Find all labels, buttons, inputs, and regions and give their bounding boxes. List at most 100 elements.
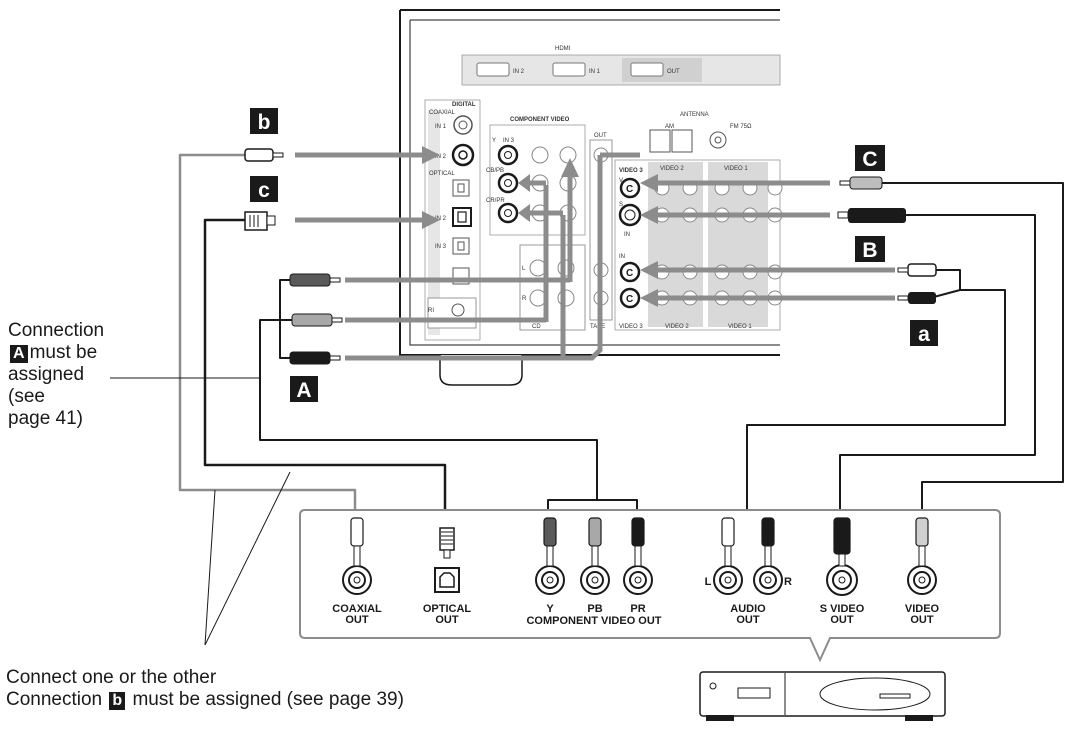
dvd-player-icon [699, 671, 946, 721]
digital-title: DIGITAL [452, 102, 476, 108]
note-bottom-line2-pre: Connection [6, 689, 103, 710]
note-bottom-tag: b [109, 692, 126, 710]
v-label: V [619, 178, 623, 184]
plugs [244, 148, 937, 365]
audio-in-label: IN [619, 254, 625, 260]
audio-l-output-jack [713, 517, 743, 595]
component-out-label: OUT [594, 133, 607, 139]
tag-b: b [258, 111, 271, 134]
optical-in3-label: IN 3 [435, 244, 447, 250]
component-in3-label: IN 3 [503, 138, 515, 144]
audio-plug-white [897, 263, 937, 277]
video3-bottom-label: VIDEO 3 [619, 324, 643, 330]
video1-bottom-label: VIDEO 1 [728, 324, 752, 330]
optical-output-jack [434, 527, 460, 593]
audio-r-output-jack [753, 517, 783, 595]
note-a-line3: assigned [8, 364, 85, 385]
note-a-line1: Connection [8, 320, 105, 341]
cables [178, 153, 1064, 530]
tags: b c A C B a [250, 108, 938, 402]
rl-label: RI [428, 308, 434, 314]
audio-cable [929, 269, 961, 299]
coaxial-title: COAXIAL [429, 110, 456, 116]
tag-A: A [296, 379, 311, 402]
note-a-tag: A [10, 345, 28, 363]
component-y-label: Y [492, 138, 496, 144]
coaxial-plug [244, 148, 284, 162]
component-plug-pb [291, 313, 343, 327]
component-title: COMPONENT VIDEO [510, 117, 570, 123]
svideo-plug [837, 208, 906, 223]
component-cb-label: CB/PB [486, 168, 504, 174]
antenna-title: ANTENNA [680, 112, 709, 118]
component-video-out-label: COMPONENT VIDEO OUT [526, 615, 661, 627]
component-plug-pr [289, 351, 341, 365]
audio-l-label: L [705, 576, 712, 588]
cd-r-label: R [522, 296, 527, 302]
connect-one-note: Connect one or the other Connection b mu… [6, 667, 506, 711]
tag-C: C [862, 148, 877, 171]
svg-text:C: C [626, 268, 633, 279]
cd-l-label: L [522, 266, 526, 272]
svideo-cable [839, 214, 1036, 520]
audio-r-label: R [784, 576, 792, 588]
audio-plug-red [897, 292, 936, 304]
coax-in2-label: IN 2 [435, 154, 447, 160]
optical-cable [203, 218, 447, 530]
y-label: Y [546, 603, 554, 615]
video2-top-label: VIDEO 2 [660, 166, 684, 172]
pb-label: PB [587, 603, 602, 615]
s-in-label: IN [624, 232, 630, 238]
tag-B: B [862, 239, 877, 262]
video-output-jack [907, 517, 937, 595]
video-cable [880, 182, 1064, 530]
pr-label: PR [630, 603, 645, 615]
hdmi-out-label: OUT [667, 69, 680, 75]
svg-text:C: C [626, 294, 633, 305]
optical-plug [244, 211, 276, 231]
component-plug-y [289, 273, 341, 287]
pb-output-jack [580, 517, 610, 595]
coaxial-cable [178, 153, 357, 530]
svg-text:C: C [626, 184, 633, 195]
cd-label: CD [532, 324, 541, 330]
optical-in2-label: IN 2 [435, 216, 447, 222]
component-in3-jacks [497, 144, 519, 224]
video-plug [839, 176, 883, 190]
note-a-line2: must be [29, 342, 98, 363]
note-a-line5: page 41) [8, 408, 84, 429]
hdmi-in2-label: IN 2 [513, 69, 525, 75]
antenna-section: ANTENNA AM FM 75Ω [649, 112, 752, 153]
video1-top-label: VIDEO 1 [724, 166, 748, 172]
optical-title: OPTICAL [429, 171, 455, 177]
hdmi-section: HDMI IN 2 IN 1 OUT [461, 46, 781, 86]
note-bottom-line1: Connect one or the other [6, 667, 217, 688]
svideo-output-jack [826, 517, 858, 596]
player-outputs [342, 517, 937, 596]
note-bottom-line2-post: must be assigned (see page 39) [132, 689, 404, 710]
hdmi-title: HDMI [555, 46, 571, 52]
coaxial-output-jack [342, 517, 372, 595]
receiver-rear-panel: HDMI IN 2 IN 1 OUT DIGITAL COAXIAL IN 1 … [399, 9, 783, 386]
component-cr-label: CR/PR [486, 198, 505, 204]
tag-a: a [918, 323, 930, 346]
pr-output-jack [623, 517, 653, 595]
y-output-jack [535, 517, 565, 595]
hdmi-in1-label: IN 1 [589, 69, 601, 75]
s-label: S [619, 202, 623, 208]
video3-top-label: VIDEO 3 [619, 168, 643, 174]
arrows [295, 146, 895, 361]
fm-label: FM 75Ω [730, 124, 752, 130]
note-a-line4: (see [8, 386, 45, 407]
digital-in1-label: IN 1 [435, 124, 447, 130]
am-label: AM [665, 124, 674, 130]
tag-c: c [258, 179, 270, 202]
